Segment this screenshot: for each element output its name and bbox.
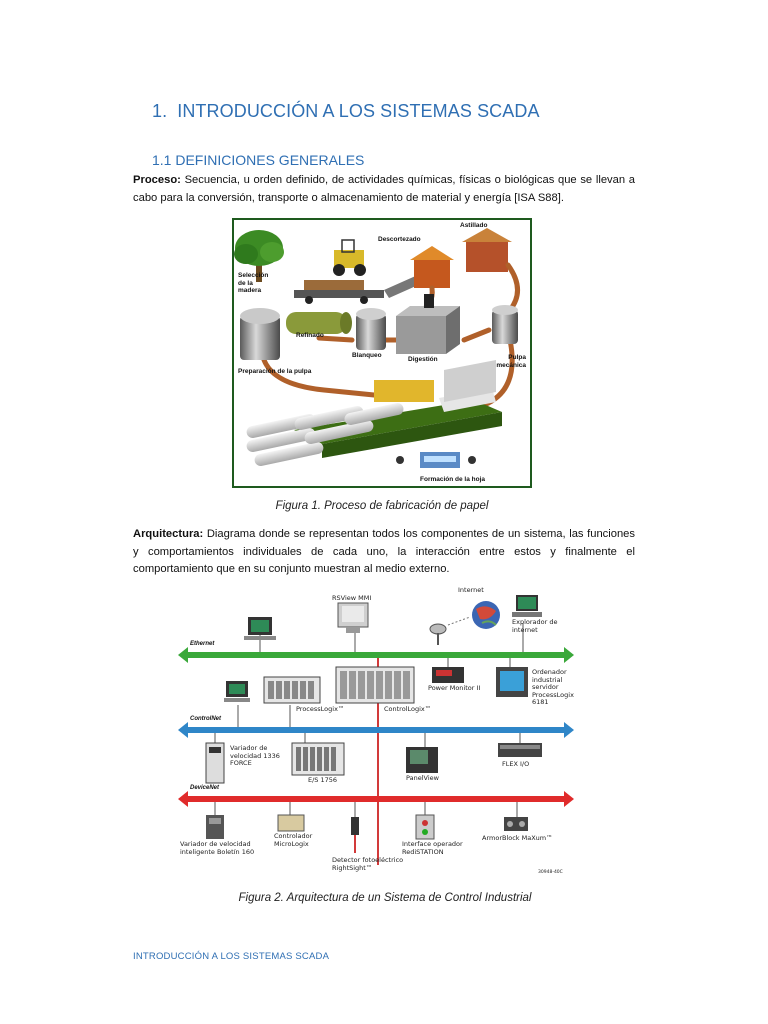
label-power-monitor: Power Monitor II (428, 684, 481, 692)
redistation-icon (415, 814, 435, 840)
label-blanqueo: Blanqueo (352, 352, 382, 359)
label-controllogix: ControlLogix™ (384, 705, 432, 713)
architecture-diagram (178, 595, 574, 865)
label-micrologix: Controlador MicroLogix (274, 832, 313, 848)
paper-rolls-icon (246, 403, 404, 467)
internet-globe-icon (472, 601, 500, 629)
figure-paper-process: Astillado Descortezado Selección de la m… (232, 218, 532, 488)
page-footer: INTRODUCCIÓN A LOS SISTEMAS SCADA (133, 951, 330, 962)
label-astillado: Astillado (460, 222, 488, 229)
panelview-icon (406, 747, 438, 773)
chipper-building-icon (462, 228, 512, 272)
label-refinado: Refinado (296, 332, 324, 339)
figure2-caption: Figura 2. Arquitectura de un Sistema de … (238, 892, 532, 904)
page-title: 1. INTRODUCCIÓN A LOS SISTEMAS SCADA (152, 101, 540, 122)
label-processlogix: ProcessLogix™ (296, 705, 345, 713)
loader-icon (333, 239, 366, 276)
flex-io-icon (498, 743, 542, 757)
label-devicenet: DeviceNet (190, 785, 220, 791)
tree-icon (234, 230, 284, 282)
figure1-caption: Figura 1. Proceso de fabricación de pape… (275, 500, 489, 512)
label-explorador: Explorador de internet (512, 618, 558, 634)
label-armorblock: ArmorBlock MaXum™ (482, 834, 553, 842)
label-digestion: Digestión (404, 356, 442, 364)
drive-1336-icon (205, 742, 225, 784)
label-detector: Detector fotoeléctrico RightSight™ (332, 856, 404, 872)
log-truck-icon (294, 280, 384, 304)
label-redistation: Interface operador RediSTATION (402, 840, 463, 856)
label-es1756: E/S 1756 (308, 776, 338, 784)
laptop-icon (512, 595, 542, 617)
label-panelview: PanelView (406, 774, 439, 782)
label-rsview: RSView MMI (332, 594, 372, 602)
label-ordenador: Ordenador industrial servidor ProcessLog… (532, 668, 574, 706)
processlogix-rack-icon (263, 676, 321, 704)
figure-control-architecture: Ethernet ControlNet DeviceNet RSView MMI… (170, 585, 582, 883)
paper-process-illustration (234, 228, 520, 468)
pc-controlnet-icon (224, 681, 250, 702)
controlnet-bus (178, 722, 574, 738)
digester-icon (396, 294, 460, 354)
drive-160-icon (206, 815, 224, 839)
ethernet-bus (178, 647, 574, 663)
refiner-icon (286, 312, 352, 334)
label-seleccion: Selección de la madera (238, 272, 269, 294)
debarker-building-icon (410, 246, 454, 288)
mechanical-pulp-tank-icon (492, 305, 518, 344)
section-title: INTRODUCCIÓN A LOS SISTEMAS SCADA (177, 101, 540, 121)
label-ethernet: Ethernet (190, 641, 215, 647)
label-internet: Internet (458, 586, 484, 594)
devicenet-bus (178, 791, 574, 807)
label-pulpa-mecanica: Pulpa mecánica (496, 354, 526, 369)
proceso-definition: Secuencia, u orden definido, de activida… (133, 174, 635, 204)
satellite-dish-icon (429, 616, 471, 645)
pulp-prep-tank-icon (240, 308, 280, 360)
micrologix-icon (277, 814, 305, 832)
label-variador-1336: Variador de velocidad 1336 FORCE (230, 744, 280, 767)
drop-lines (214, 623, 524, 817)
proceso-term: Proceso: (133, 174, 181, 186)
section-number: 1. (152, 101, 168, 121)
proceso-paragraph: Proceso: Secuencia, u orden definido, de… (133, 172, 635, 207)
industrial-pc-icon (496, 667, 528, 697)
power-monitor-icon (432, 667, 464, 683)
arquitectura-term: Arquitectura: (133, 528, 204, 540)
photoelectric-sensor-icon (351, 817, 359, 853)
label-figure-code: 30948-40C (538, 870, 563, 875)
rsview-monitor-icon (337, 602, 369, 633)
arquitectura-definition: Diagrama donde se representan todos los … (133, 528, 635, 575)
label-preparacion: Preparación de la pulpa (238, 368, 312, 375)
label-controlnet: ControlNet (190, 716, 221, 722)
label-variador-160: Variador de velocidad inteligente Boletí… (180, 840, 255, 856)
io-1756-icon (291, 742, 345, 776)
label-flex-io: FLEX I/O (502, 760, 530, 768)
label-formacion: Formación de la hoja (420, 476, 486, 483)
armorblock-icon (504, 817, 528, 831)
subsection-title: 1.1 DEFINICIONES GENERALES (152, 152, 365, 168)
label-descortezado: Descortezado (378, 236, 421, 243)
workstation-icon (244, 617, 276, 640)
control-panel-icon (396, 452, 476, 468)
controllogix-rack-icon (335, 666, 415, 704)
arquitectura-paragraph: Arquitectura: Diagrama donde se represen… (133, 526, 635, 579)
bleaching-tank-icon (356, 308, 386, 350)
